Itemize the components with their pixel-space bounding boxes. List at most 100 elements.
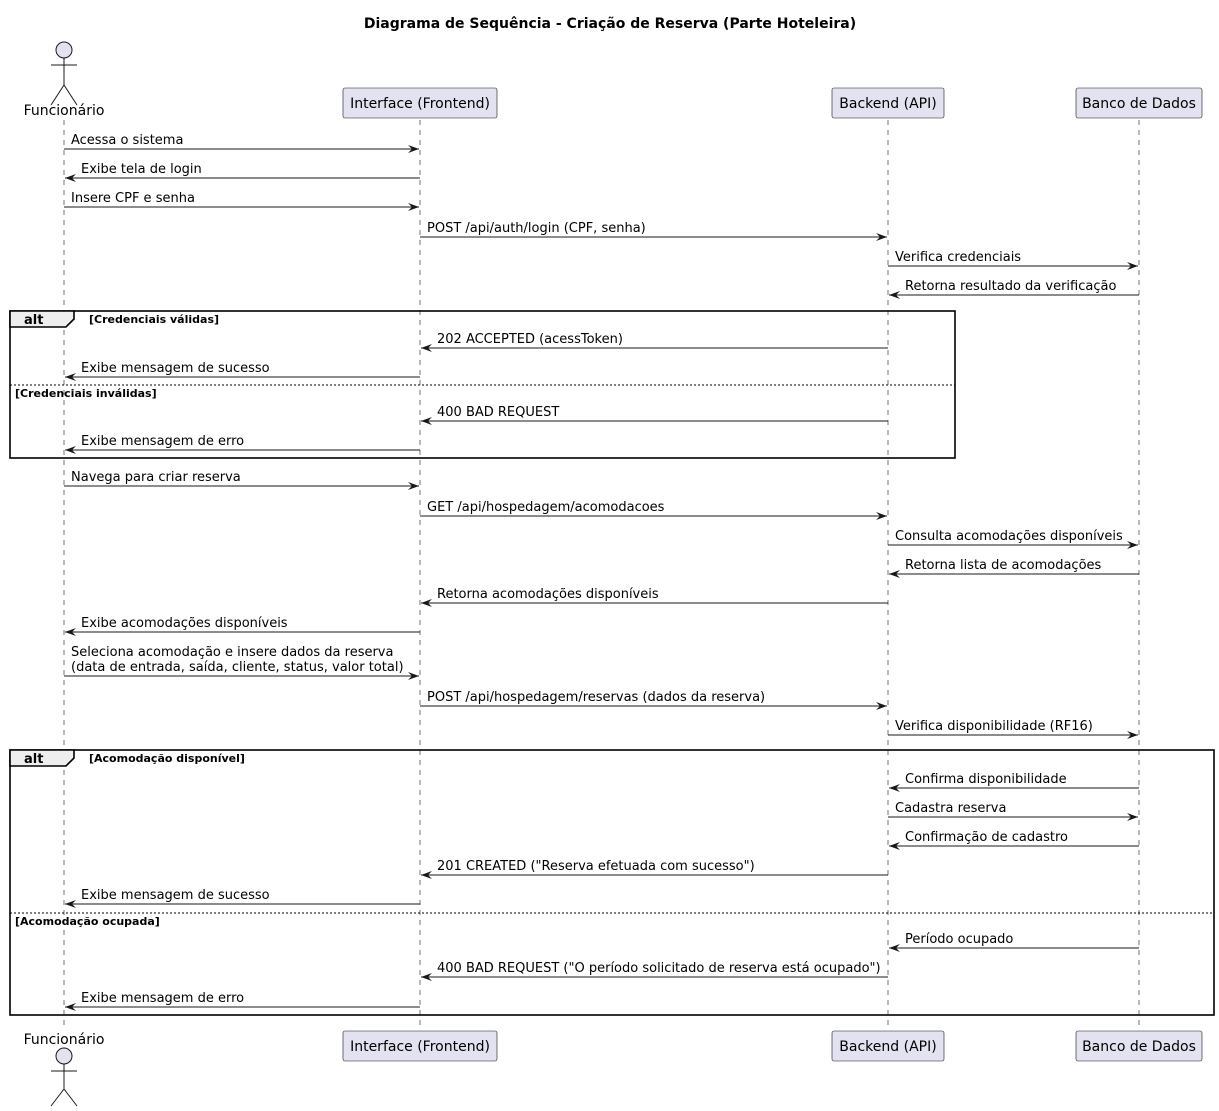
message-label: Consulta acomodações disponíveis bbox=[895, 529, 1123, 544]
message-label: Retorna lista de acomodações bbox=[905, 558, 1102, 573]
message-label: Acessa o sistema bbox=[71, 133, 183, 148]
message-arrowhead bbox=[65, 446, 76, 454]
message-arrowhead bbox=[876, 512, 887, 520]
participant-rect bbox=[831, 1030, 945, 1062]
message: Exibe acomodações disponíveis bbox=[65, 616, 420, 636]
message-arrowhead bbox=[421, 973, 432, 981]
message-label: Verifica credenciais bbox=[895, 250, 1021, 265]
fragment-tab bbox=[9, 749, 75, 767]
message-label: 202 ACCEPTED (acessToken) bbox=[437, 332, 623, 347]
message-arrowhead bbox=[889, 570, 900, 578]
message-label: Verifica disponibilidade (RF16) bbox=[895, 719, 1093, 734]
message-label: Retorna acomodações disponíveis bbox=[437, 587, 659, 602]
fragment-tab bbox=[9, 310, 75, 328]
message-label: Exibe acomodações disponíveis bbox=[81, 616, 288, 631]
message-label: 400 BAD REQUEST bbox=[437, 405, 559, 420]
message: Cadastra reserva bbox=[888, 801, 1138, 821]
participant-rect bbox=[1075, 1030, 1203, 1062]
message-arrowhead bbox=[1127, 813, 1138, 821]
participant-label: Funcionário bbox=[24, 103, 105, 119]
fragment-keyword: alt bbox=[24, 313, 43, 328]
fragment-condition: [Credenciais inválidas] bbox=[15, 387, 157, 400]
fragment-condition: [Acomodação ocupada] bbox=[15, 915, 160, 928]
message-arrowhead bbox=[408, 672, 419, 680]
participant-label: Backend (API) bbox=[839, 96, 936, 112]
actor-leg bbox=[50, 1088, 65, 1107]
message: Retorna lista de acomodações bbox=[889, 558, 1139, 578]
message: Exibe mensagem de sucesso bbox=[65, 888, 420, 908]
message-arrowhead bbox=[876, 233, 887, 241]
fragment-condition: [Acomodação disponível] bbox=[89, 752, 245, 765]
message: Verifica disponibilidade (RF16) bbox=[888, 719, 1138, 739]
message-label: Confirmação de cadastro bbox=[905, 830, 1068, 845]
participant-box: Banco de Dados bbox=[1075, 87, 1203, 119]
message-arrowhead bbox=[408, 145, 419, 153]
message-arrowhead bbox=[408, 482, 419, 490]
lifelines bbox=[63, 120, 1140, 1030]
fragment-frame bbox=[9, 749, 1215, 1016]
message-arrowhead bbox=[889, 784, 900, 792]
participant-rect bbox=[831, 87, 945, 119]
message-label: GET /api/hospedagem/acomodacoes bbox=[427, 500, 665, 515]
actor-head bbox=[55, 41, 73, 59]
message: Acessa o sistema bbox=[64, 133, 419, 153]
message-arrowhead bbox=[65, 900, 76, 908]
message: Verifica credenciais bbox=[888, 250, 1138, 270]
message-arrowhead bbox=[1127, 262, 1138, 270]
message-label: POST /api/hospedagem/reservas (dados da … bbox=[427, 690, 765, 705]
message: Retorna acomodações disponíveis bbox=[421, 587, 888, 607]
participant-rect bbox=[342, 87, 498, 119]
participant-rect bbox=[1075, 87, 1203, 119]
actor-leg bbox=[63, 1088, 78, 1107]
participant-label: Backend (API) bbox=[839, 1039, 936, 1055]
message: GET /api/hospedagem/acomodacoes bbox=[420, 500, 887, 520]
actor-leg bbox=[63, 84, 78, 106]
message: Insere CPF e senha bbox=[64, 191, 419, 211]
message: POST /api/auth/login (CPF, senha) bbox=[420, 221, 887, 241]
message: POST /api/hospedagem/reservas (dados da … bbox=[420, 690, 887, 710]
fragment-keyword: alt bbox=[24, 752, 43, 767]
message-arrowhead bbox=[876, 702, 887, 710]
message-label: Cadastra reserva bbox=[895, 801, 1006, 816]
actor-leg bbox=[50, 84, 65, 106]
fragment-condition: [Credenciais válidas] bbox=[89, 313, 219, 326]
actor-head bbox=[55, 1047, 73, 1065]
fragments: alt [Credenciais válidas] [Credenciais inv… bbox=[9, 310, 1215, 1016]
message-arrowhead bbox=[408, 203, 419, 211]
message: Confirma disponibilidade bbox=[889, 772, 1139, 792]
message: Navega para criar reserva bbox=[64, 470, 419, 490]
participant-box: Backend (API) bbox=[831, 1030, 945, 1062]
message-arrowhead bbox=[65, 1003, 76, 1011]
alt-fragment: alt [Credenciais válidas] [Credenciais inv… bbox=[9, 310, 956, 459]
actor-funcionario: Funcionário bbox=[24, 1032, 104, 1107]
message-label: Período ocupado bbox=[905, 932, 1013, 947]
message-arrowhead bbox=[889, 944, 900, 952]
participant-rect bbox=[342, 1030, 498, 1062]
message: 202 ACCEPTED (acessToken) bbox=[421, 332, 888, 352]
message-arrowhead bbox=[65, 628, 76, 636]
message-label: Insere CPF e senha bbox=[71, 191, 195, 206]
message: Exibe mensagem de erro bbox=[65, 434, 420, 454]
message: Consulta acomodações disponíveis bbox=[888, 529, 1138, 549]
message-label: Seleciona acomodação e insere dados da r… bbox=[71, 645, 393, 660]
message: Retorna resultado da verificação bbox=[889, 279, 1139, 299]
message-label: Retorna resultado da verificação bbox=[905, 279, 1116, 294]
participant-label: Interface (Frontend) bbox=[350, 96, 490, 112]
actor-funcionario: Funcionário bbox=[24, 41, 105, 119]
message: 201 CREATED ("Reserva efetuada com suces… bbox=[421, 859, 888, 879]
message: 400 BAD REQUEST bbox=[421, 405, 888, 425]
message: Exibe mensagem de sucesso bbox=[65, 361, 420, 381]
message: Confirmação de cadastro bbox=[889, 830, 1139, 850]
participant-box: Interface (Frontend) bbox=[342, 1030, 498, 1062]
participant-label: Banco de Dados bbox=[1082, 1039, 1196, 1055]
message-label: Exibe mensagem de sucesso bbox=[81, 361, 270, 376]
participant-box: Interface (Frontend) bbox=[342, 87, 498, 119]
message-arrowhead bbox=[421, 344, 432, 352]
message-arrowhead bbox=[889, 291, 900, 299]
message: Exibe mensagem de erro bbox=[65, 991, 420, 1011]
message-label: Navega para criar reserva bbox=[71, 470, 241, 485]
message: Exibe tela de login bbox=[65, 162, 420, 182]
message: Período ocupado bbox=[889, 932, 1139, 952]
